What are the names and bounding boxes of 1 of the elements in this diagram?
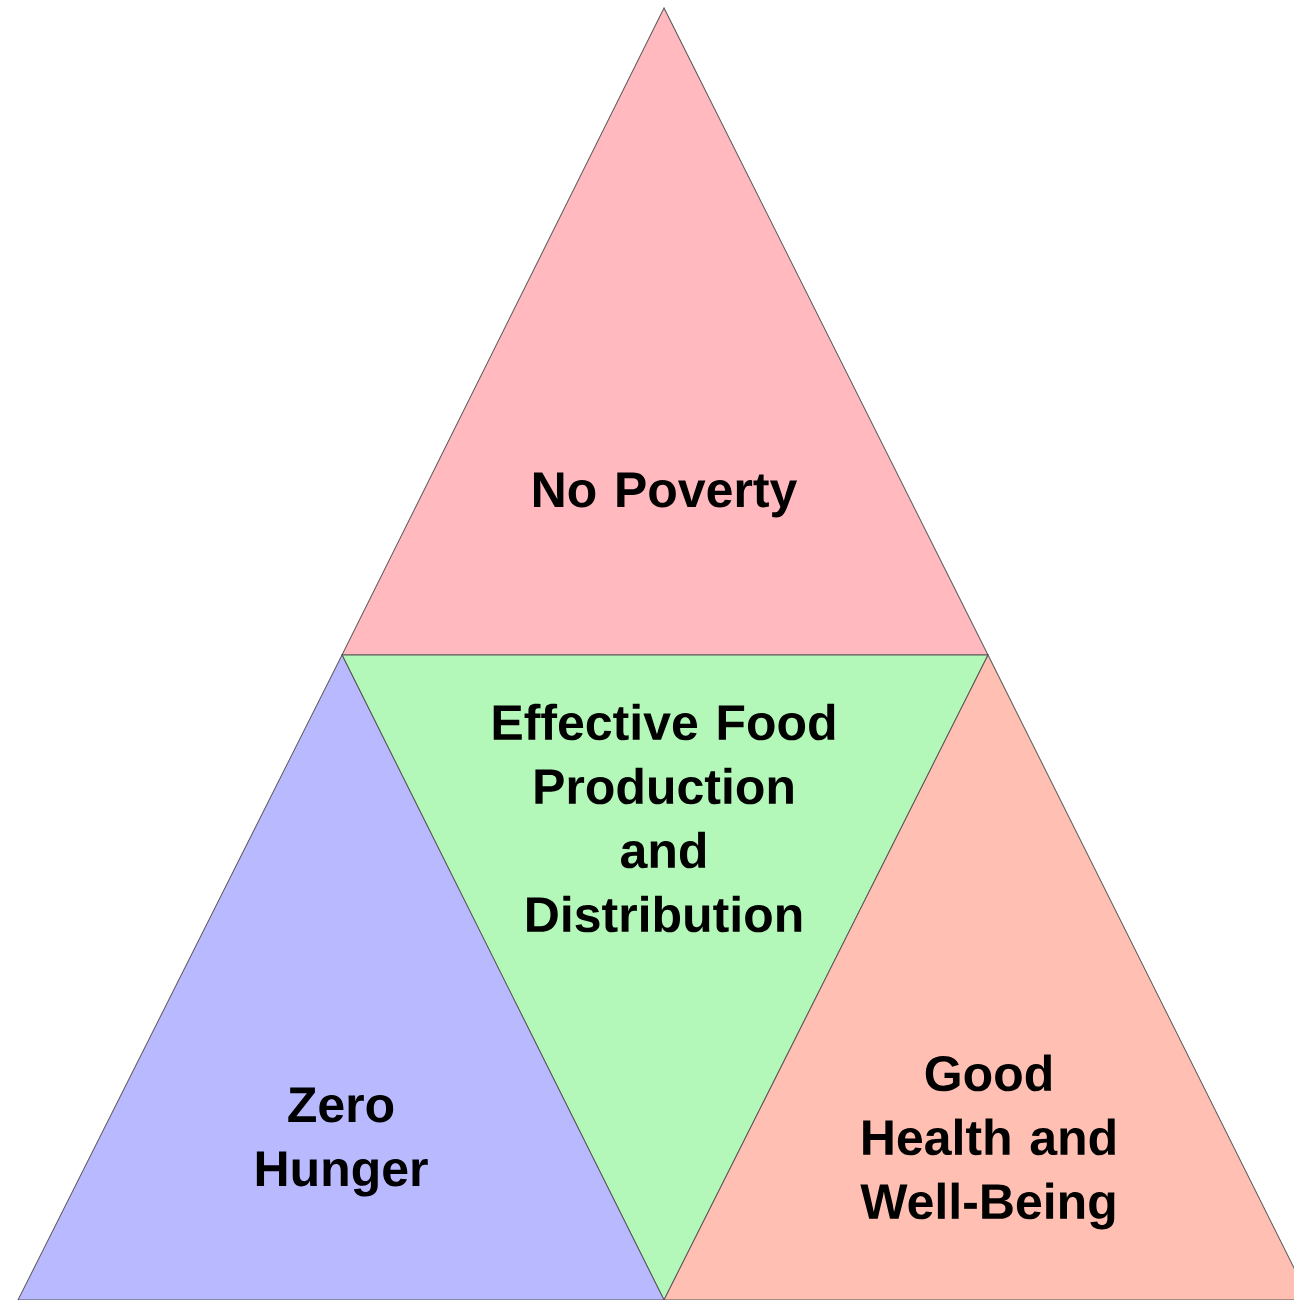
triangle: No Poverty [341, 7, 989, 656]
